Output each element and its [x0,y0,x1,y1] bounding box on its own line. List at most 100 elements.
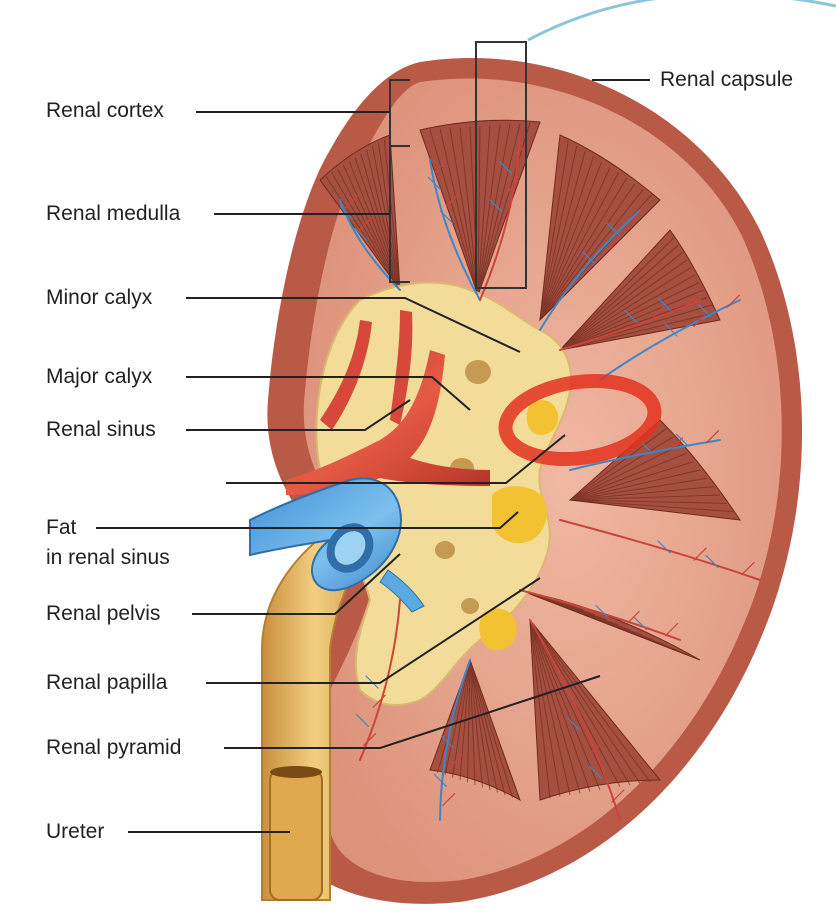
medulla-bracket [475,41,527,289]
fat-deposit [526,400,559,435]
pyramid-striation [539,178,628,321]
vessel-twig [354,227,368,242]
vessel-twig [633,616,648,631]
pyramid-striation [559,237,675,351]
pyramid-striation [519,589,689,656]
label-renal-capsule: Renal capsule [660,68,794,91]
vessel-twig [611,789,625,803]
pyramid-striation [348,161,401,291]
pyramid-striation [529,619,551,799]
pyramid-striation [366,149,401,291]
pyramid-striation [467,659,471,783]
pyramid-striation [372,146,401,291]
vessel-twig [489,199,503,213]
vessel-twig [506,180,520,194]
pyramid-striation [569,469,701,501]
highlight-ring [498,373,662,467]
label-renal-medulla: Renal medulla [46,202,181,225]
vessel-twig [653,303,667,318]
vessel-twig [566,717,581,731]
pyramid-striation [539,183,636,321]
pyramid-striation [529,619,561,797]
pyramid-striation [529,619,581,794]
pyramid-striation [569,494,721,501]
pyramid-striation [559,289,704,351]
pyramid-striation [452,659,471,778]
pyramid-striation [477,122,531,296]
vessel [519,589,681,641]
pyramid-striation [539,156,594,321]
vessel-twig [499,161,513,175]
pyramid-striation [539,140,569,321]
pyramid-striation [559,267,692,351]
vessel-twig [433,773,447,788]
vessel-twig [626,610,640,625]
pyramid-striation [477,125,481,296]
vessel-twig [606,237,620,251]
vessel [429,159,481,301]
vessel-twig [686,291,701,306]
pyramid-striation [539,145,578,321]
vessel-twig [693,547,707,561]
pyramid-striation [469,659,513,798]
vessel-twig [705,554,719,569]
label-renal-pelvis: Renal pelvis [46,602,161,625]
vessel-twig [449,754,463,768]
pyramid-striation [529,619,601,791]
renal-pyramid-shape [529,618,662,801]
label-renal-sinus: Renal sinus [46,418,156,441]
callout-arc [527,0,836,42]
pyramid-striation [569,486,714,501]
vessel-network [339,139,761,821]
pyramid-striation [477,123,511,296]
label-fat-line1: Fat [46,516,77,539]
pyramid-striation [569,499,727,504]
pyramid-striation [529,619,641,784]
vessel-twig [741,561,755,576]
vessel-twig [664,323,678,337]
label-ureter: Ureter [46,820,105,843]
vessel-twig [359,217,373,231]
label-renal-papilla: Renal papilla [46,671,168,694]
pyramid-striation [529,619,651,782]
pyramid-striation [469,659,498,793]
vessel-twig [439,210,454,224]
pyramid-striation [331,172,401,291]
vessel-twig [372,694,386,708]
vessel-twig [433,160,448,174]
pyramid-striation [469,659,491,791]
pyramid-striation [529,619,611,789]
pyramid-striation [569,499,734,513]
vessel-twig [639,440,654,455]
renal-pyramid-shape [568,419,742,521]
vessel-twig [606,222,620,236]
fat-deposit [479,608,517,651]
vessel-twig [697,304,712,318]
vessel [439,659,471,821]
pyramid-striation [469,659,476,786]
pyramid-striation [469,659,483,788]
pyramid-striation [569,477,707,501]
pyramid-striation [469,659,506,796]
pyramid-striation [569,452,687,501]
renal-artery [286,350,490,495]
vessel-twig [630,208,644,222]
pyramid-striation [569,436,674,501]
vessel-twig [669,437,684,451]
pyramid-striation [559,259,687,351]
vessel [529,619,621,821]
vessel-twig [340,206,354,220]
renal-pyramid-shape [539,134,661,322]
pyramid-striation [539,188,644,321]
pyramid-striation [354,157,401,291]
label-major-calyx: Major calyx [46,365,153,388]
vessel-twig [675,433,690,447]
vessel-twig [595,604,609,619]
label-renal-pyramid: Renal pyramid [46,736,182,759]
pyramid-striation [477,125,491,296]
vessel-twig [588,765,602,779]
vessel-twig [344,195,358,209]
vessel-twig [705,430,720,444]
